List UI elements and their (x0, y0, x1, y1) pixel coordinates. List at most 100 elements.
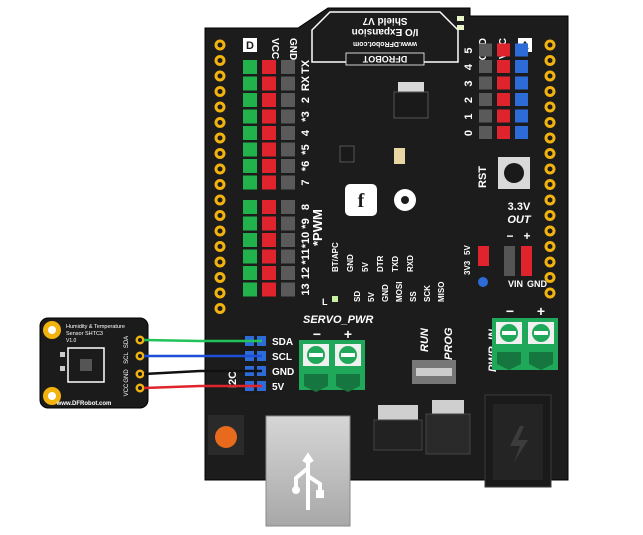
header-hole-center (547, 259, 553, 265)
reset-button-cap[interactable] (504, 163, 524, 183)
reset-button-orange-cap[interactable] (215, 426, 237, 448)
digital-gnd-pin[interactable] (281, 175, 295, 190)
digital-signal-pin[interactable] (243, 60, 257, 74)
analog-gnd-pin[interactable] (479, 76, 492, 90)
digital-signal-pin[interactable] (243, 159, 257, 173)
digital-vcc-pin[interactable] (262, 60, 276, 74)
digital-pin-label: 2 (300, 97, 312, 103)
digital-signal-pin[interactable] (243, 142, 257, 157)
header-hole-center (217, 89, 223, 94)
digital-vcc-pin[interactable] (262, 200, 276, 214)
digital-signal-pin[interactable] (243, 126, 257, 140)
digital-signal-pin[interactable] (243, 175, 257, 190)
out-pin-black[interactable] (504, 246, 515, 276)
analog-gnd-pin[interactable] (479, 109, 492, 123)
digital-vcc-pin[interactable] (262, 216, 276, 231)
analog-vcc-pin[interactable] (497, 109, 510, 123)
shield-title-frame (311, 11, 459, 63)
analog-vcc-pin[interactable] (497, 60, 510, 73)
header-hole-center (217, 290, 223, 296)
digital-vcc-pin[interactable] (262, 159, 276, 173)
wires (143, 338, 262, 390)
spi-pin-label: SS (409, 291, 418, 302)
header-hole-center (547, 166, 553, 172)
analog-signal-pin[interactable] (515, 126, 528, 139)
digital-gnd-pin[interactable] (281, 109, 295, 124)
digital-pin-label: *6 (300, 161, 312, 171)
analog-gnd-pin[interactable] (479, 60, 492, 73)
analog-signal-pin[interactable] (515, 60, 528, 73)
analog-vcc-pin[interactable] (497, 76, 510, 90)
analog-signal-pin[interactable] (515, 109, 528, 123)
pwr-plus: + (537, 303, 545, 319)
sensor-chip (80, 359, 92, 371)
digital-signal-pin[interactable] (243, 76, 257, 91)
digital-vcc-pin[interactable] (262, 266, 276, 280)
i2c-side-label: I2C (227, 371, 239, 388)
digital-gnd-pin[interactable] (281, 126, 295, 140)
header-hole-center (217, 120, 223, 125)
io-expansion-shield: Shield V7 I/O Expansion www.DFRobot.com … (204, 7, 569, 527)
digital-vcc-pin[interactable] (262, 142, 276, 157)
digital-gnd-pin[interactable] (281, 142, 295, 157)
digital-gnd-pin[interactable] (281, 233, 295, 247)
analog-signal-pin[interactable] (515, 43, 528, 57)
out-pin-red[interactable] (521, 246, 532, 276)
digital-pin-label: 8 (300, 204, 312, 210)
header-hole-center (547, 275, 553, 280)
analog-vcc-pin[interactable] (497, 93, 510, 106)
i2c-pin-label: SDA (272, 337, 293, 348)
digital-gnd-pin[interactable] (281, 60, 295, 74)
analog-vcc-pin[interactable] (497, 126, 510, 139)
header-hole-center (547, 73, 553, 79)
pwr-wire-slot-left (497, 352, 521, 370)
analog-gnd-pin[interactable] (479, 126, 492, 139)
digital-signal-pin[interactable] (243, 249, 257, 264)
digital-gnd-pin[interactable] (281, 266, 295, 280)
smd-cap (394, 148, 405, 164)
servo-wire-slot-left (304, 374, 328, 392)
digital-vcc-pin[interactable] (262, 249, 276, 264)
digital-gnd-pin[interactable] (281, 76, 295, 91)
l-led-label: L (322, 297, 328, 307)
digital-vcc-pin[interactable] (262, 76, 276, 91)
digital-signal-pin[interactable] (243, 282, 257, 297)
digital-gnd-pin[interactable] (281, 159, 295, 173)
digital-vcc-pin[interactable] (262, 282, 276, 297)
switch-slider[interactable] (416, 368, 452, 376)
digital-vcc-pin[interactable] (262, 233, 276, 247)
sensor-mount-hole-tl-inner (48, 326, 56, 334)
digital-gnd-pin[interactable] (281, 249, 295, 264)
digital-vcc-pin[interactable] (262, 93, 276, 107)
digital-vcc-pin[interactable] (262, 109, 276, 124)
digital-signal-pin[interactable] (243, 266, 257, 280)
digital-gnd-pin[interactable] (281, 93, 295, 107)
analog-gnd-pin[interactable] (479, 93, 492, 106)
digital-gnd-pin[interactable] (281, 200, 295, 214)
shield-site: www.DFRobot.com (353, 40, 418, 47)
digital-pin-label: TX (300, 59, 312, 74)
analog-vcc-pin[interactable] (497, 43, 510, 57)
usb-icon-square (316, 490, 324, 498)
sensor-pin-label: VCC (124, 383, 130, 396)
analog-signal-pin[interactable] (515, 93, 528, 106)
analog-signal-pin[interactable] (515, 76, 528, 90)
analog-gnd-pin[interactable] (479, 43, 492, 57)
digital-vcc-pin[interactable] (262, 126, 276, 140)
v33-label: 3.3V (508, 201, 531, 213)
jumper-blue[interactable] (478, 277, 488, 287)
digital-gnd-pin[interactable] (281, 282, 295, 297)
digital-pin-label: *3 (300, 111, 312, 121)
digital-signal-pin[interactable] (243, 109, 257, 124)
digital-signal-pin[interactable] (243, 216, 257, 231)
bt-pin-label: BT/APC (331, 242, 340, 272)
vin-pin-red[interactable] (478, 246, 489, 266)
header-hole-center (217, 244, 223, 249)
wire-gnd (143, 369, 262, 376)
digital-gnd-pin[interactable] (281, 216, 295, 231)
digital-signal-pin[interactable] (243, 233, 257, 247)
digital-signal-pin[interactable] (243, 93, 257, 107)
digital-signal-pin[interactable] (243, 200, 257, 214)
badge-d-label: D (246, 40, 254, 52)
digital-vcc-pin[interactable] (262, 175, 276, 190)
